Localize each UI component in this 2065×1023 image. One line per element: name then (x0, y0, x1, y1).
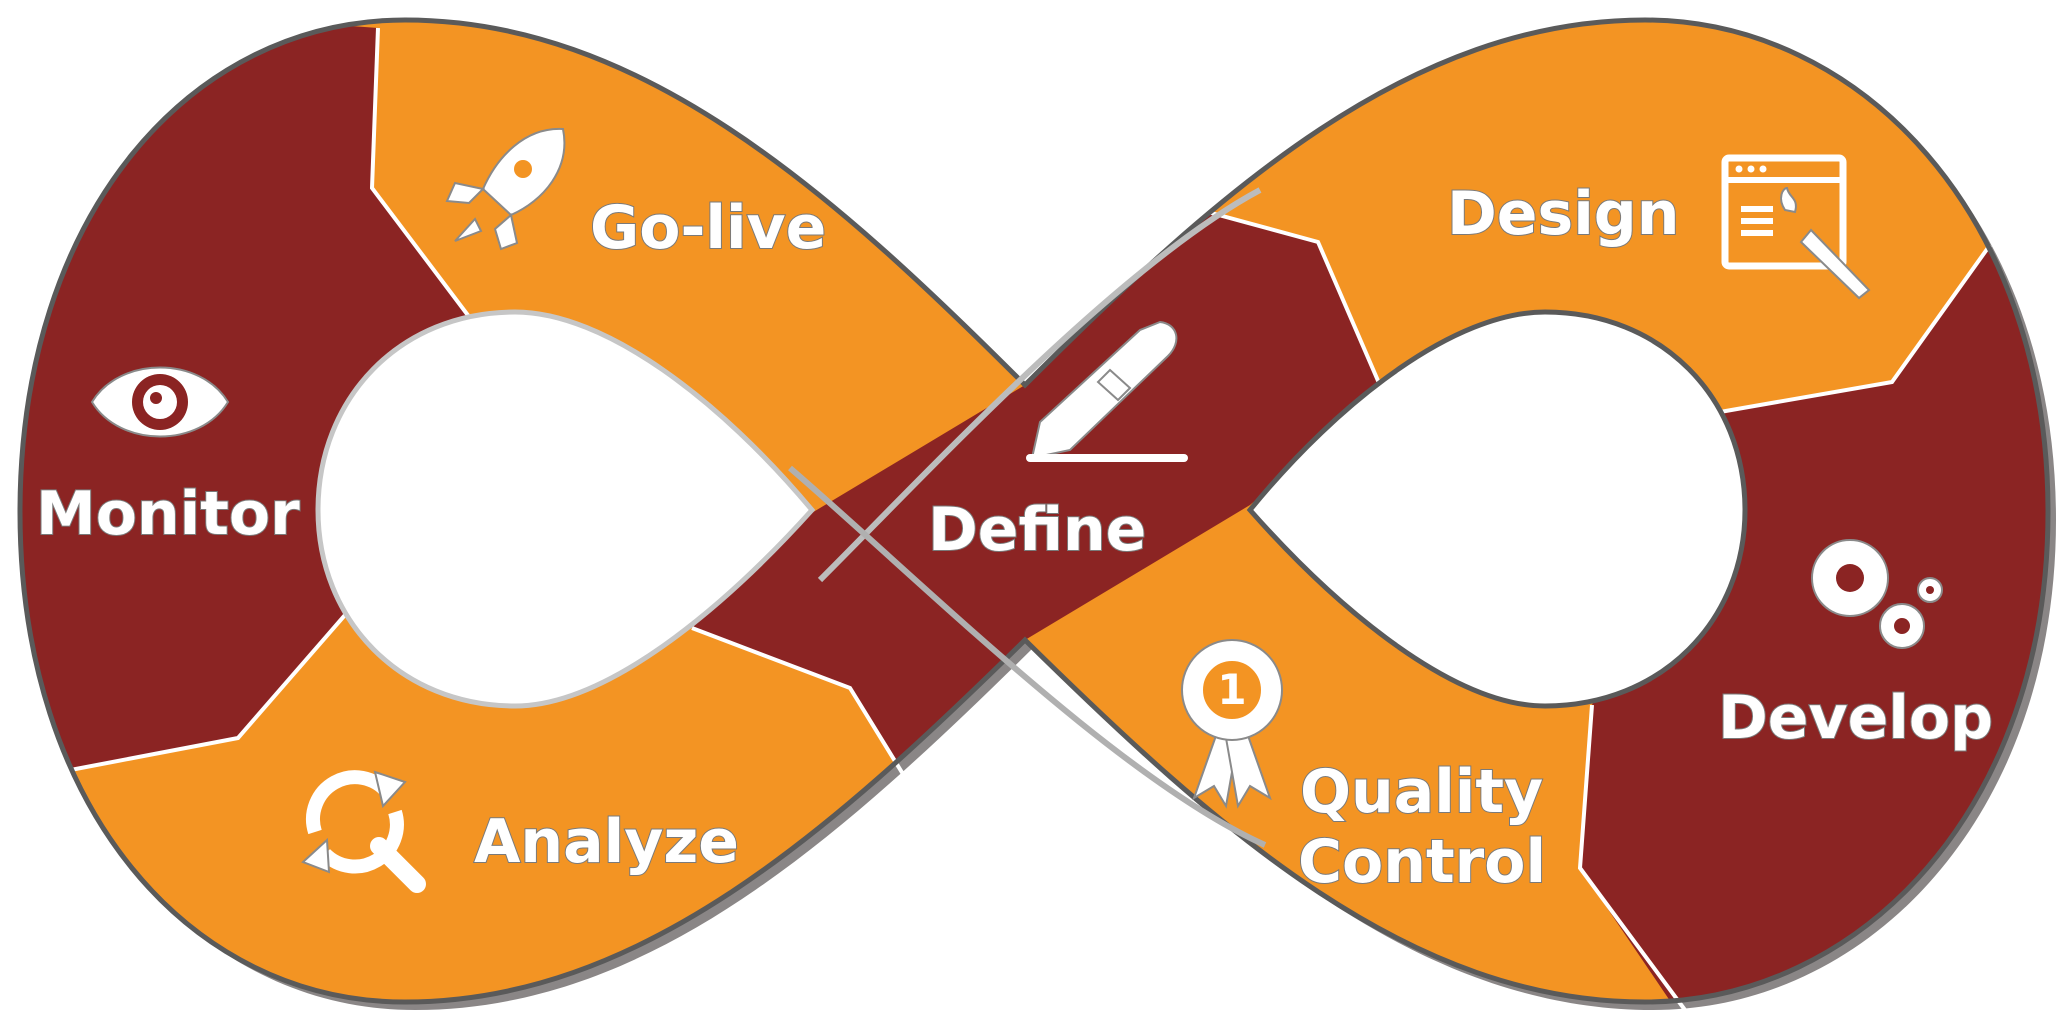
segment-separators (59, 27, 1992, 1012)
left-hole (315, 309, 816, 709)
stage-develop-label: Develop (1718, 683, 1993, 753)
segment-develop (1580, 240, 2048, 1002)
stage-design-label: Design (1447, 179, 1679, 249)
eye-icon (90, 366, 230, 438)
rocket-icon (445, 127, 566, 251)
stage-go-live-label: Go-live (590, 193, 826, 263)
segment-define (692, 195, 1382, 818)
segment-monitor (20, 20, 470, 1002)
gears-icon (1811, 539, 1943, 649)
stage-analyze-label: Analyze (474, 807, 739, 877)
stage-quality-control-label-line1: Quality (1300, 757, 1543, 827)
stage-define-label: Define (928, 495, 1146, 565)
stage-monitor-label: Monitor (36, 479, 300, 549)
pen-icon (1026, 320, 1188, 462)
right-hole (1246, 309, 1748, 709)
svg-text:1: 1 (1217, 665, 1246, 714)
crossing-edge-upper (817, 187, 1262, 583)
infinity-outline (17, 17, 2051, 1005)
design-window-brush-icon (1721, 154, 1871, 300)
award-ribbon-icon: 1 (1181, 639, 1283, 809)
cycle-magnifier-icon (301, 770, 426, 893)
crossing-edge-lower (788, 465, 1267, 848)
stage-quality-control-label-line2: Control (1298, 827, 1546, 897)
